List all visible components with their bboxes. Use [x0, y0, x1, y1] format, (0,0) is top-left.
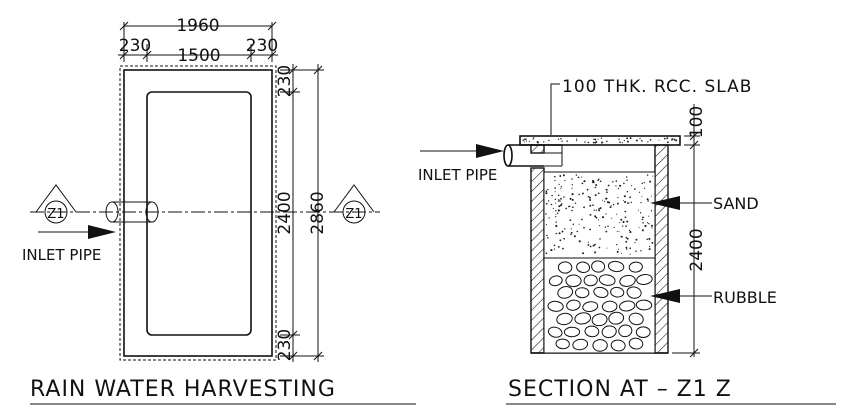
dim-inner-length: 2400 [275, 191, 295, 234]
rubble-texture [547, 260, 653, 352]
section-wall-left-top [530, 144, 545, 154]
rubble-arrow [650, 289, 712, 303]
section-dims: 100 2400 [672, 104, 707, 358]
plan-title: RAIN WATER HARVESTING [30, 377, 336, 402]
dim-section-depth: 2400 [687, 228, 707, 271]
section-title: SECTION AT – Z1 Z [508, 377, 732, 402]
section-marker-right: Z1 [333, 184, 375, 224]
section-marker-left-label: Z1 [47, 207, 64, 222]
section-inlet-label: INLET PIPE [418, 166, 497, 184]
plan-view: Z1 Z1 INLET PIPE 1960 23 [22, 16, 416, 405]
sand-texture [545, 174, 654, 255]
plan-outer-dashed [119, 65, 277, 361]
sand-label: SAND [713, 194, 759, 213]
section-marker-right-label: Z1 [345, 207, 362, 222]
dim-overall-width: 1960 [176, 16, 219, 36]
dim-left-wall: 230 [119, 36, 151, 56]
section-view: 100 THK. RCC. SLAB [418, 77, 836, 405]
section-wall-left [530, 167, 545, 354]
dim-right-wall: 230 [246, 36, 278, 56]
plan-inlet-label: INLET PIPE [22, 246, 101, 264]
slab-leader [550, 83, 560, 135]
dim-slab-thickness: 100 [687, 106, 707, 138]
sand-arrow [650, 196, 712, 210]
slab-label: 100 THK. RCC. SLAB [562, 77, 752, 97]
dim-bottom-wall: 230 [275, 329, 295, 361]
section-wall-right [654, 144, 669, 354]
plan-outer-wall [123, 69, 273, 357]
plan-right-dims: 230 2400 2860 230 [275, 64, 328, 362]
dim-inner-width: 1500 [177, 46, 220, 66]
section-inlet-arrow [420, 144, 504, 158]
rcc-slab [519, 135, 681, 146]
plan-inner-chamber [146, 91, 252, 336]
dim-top-wall: 230 [275, 65, 295, 97]
plan-inlet-arrow [38, 225, 116, 239]
section-inlet-pipe [503, 144, 563, 167]
slab-texture [522, 137, 678, 144]
sand-layer [543, 171, 656, 259]
plan-top-dims: 1960 230 1500 230 [118, 16, 278, 66]
section-marker-left: Z1 [35, 184, 77, 224]
rubble-label: RUBBLE [713, 288, 777, 307]
dim-overall-length: 2860 [308, 191, 328, 234]
